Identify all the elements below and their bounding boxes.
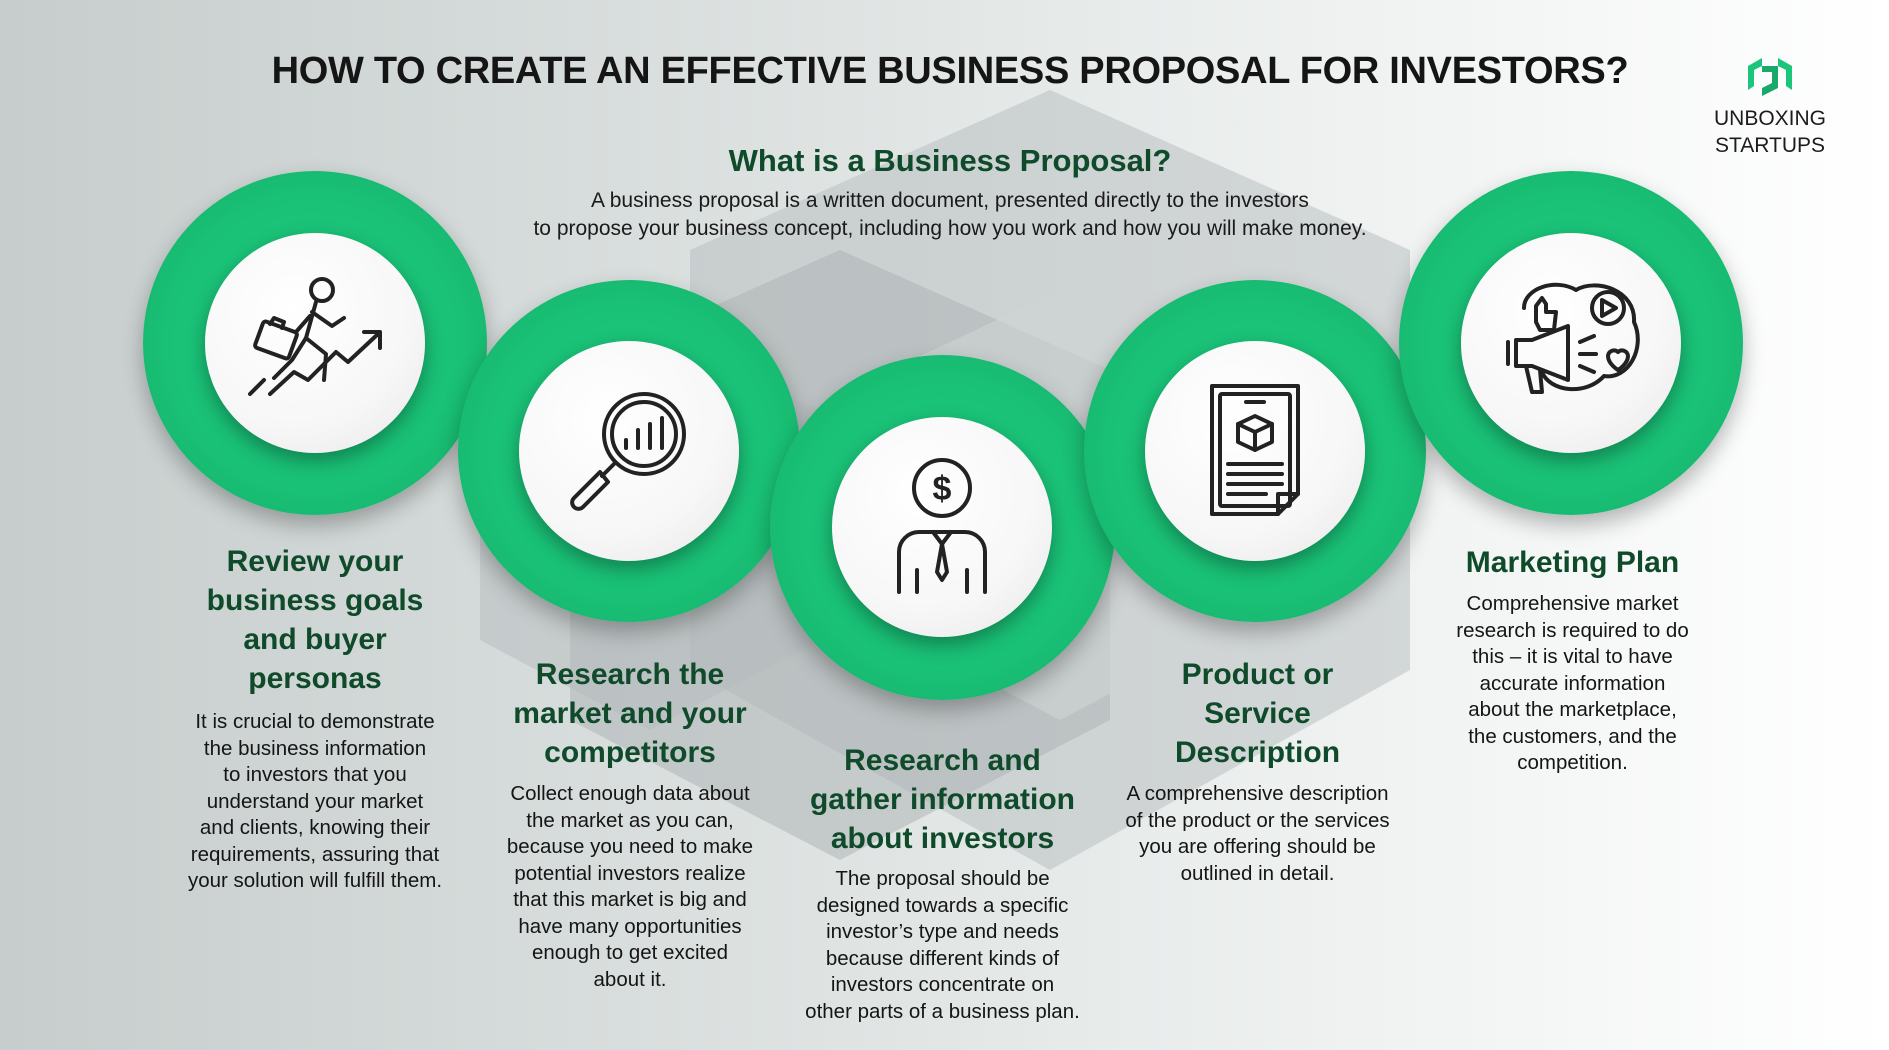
step-2-circle [458,280,800,622]
step-4-description: A comprehensive description of the produ… [1125,782,1390,885]
step-3-description: The proposal should be designed towards … [805,867,1080,1023]
step-2-icon-disc [519,341,739,561]
step-1-description: It is crucial to demonstrate the busines… [187,710,443,892]
step-5-icon-disc [1461,233,1681,453]
intro-description: A business proposal is a written documen… [470,187,1430,243]
magnifier-chart-icon [570,392,686,511]
brand-logo: UNBOXING STARTUPS [1700,52,1840,156]
step-3-title: Research and gather information about in… [809,744,1075,855]
product-document-icon [1210,384,1300,516]
step-2-title: Research the market and your competitors [513,658,747,769]
megaphone-social-icon [1506,282,1640,394]
svg-text:$: $ [933,470,952,508]
step-4-icon-disc [1145,341,1365,561]
logo-line-2: STARTUPS [1714,134,1826,157]
investor-dollar-icon: $ [897,458,987,594]
step-1-circle [143,171,487,515]
step-1-title: Review your business goals and buyer per… [206,545,424,695]
logo-line-1: UNBOXING [1713,107,1826,130]
step-3-circle: $ [770,355,1115,700]
page-title: HOW TO CREATE AN EFFECTIVE BUSINESS PROP… [271,50,1629,92]
intro-line-2: to propose your business concept, includ… [533,217,1367,240]
businessman-climbing-growth-icon [248,277,382,396]
step-4-circle [1084,280,1426,622]
step-5-title: Marketing Plan [1465,546,1680,579]
step-5-circle [1399,171,1743,515]
intro-heading: What is a Business Proposal? [728,143,1172,178]
step-1-icon-disc [205,233,425,453]
step-3-icon-disc: $ [832,417,1052,637]
unboxing-startups-logo-icon [1748,58,1792,96]
step-4-title: Product or Service Description [1174,658,1341,769]
intro-line-1: A business proposal is a written documen… [591,189,1309,212]
step-2-description: Collect enough data about the market as … [506,782,754,991]
step-5-description: Comprehensive market research is require… [1456,592,1689,774]
